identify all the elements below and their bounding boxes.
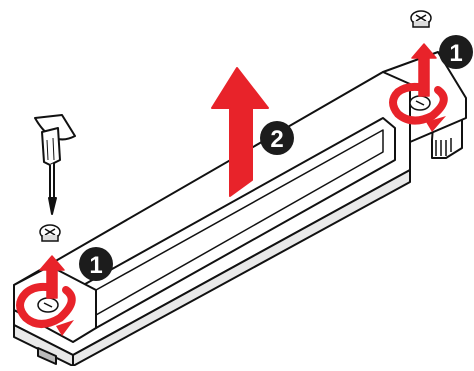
numbered-circle-icon-step-1-right: 1 [439,35,473,69]
numbered-circle-icon-step-1-left: 1 [79,247,113,281]
screw-icon-left [40,225,60,241]
numbered-circle-icon-step-2: 2 [260,121,294,155]
screwdriver-icon [35,115,75,214]
screw-icon-right [411,11,431,27]
step-number-lift: 2 [270,126,283,153]
step-number-left: 1 [89,252,102,279]
step-number-right: 1 [449,40,462,67]
